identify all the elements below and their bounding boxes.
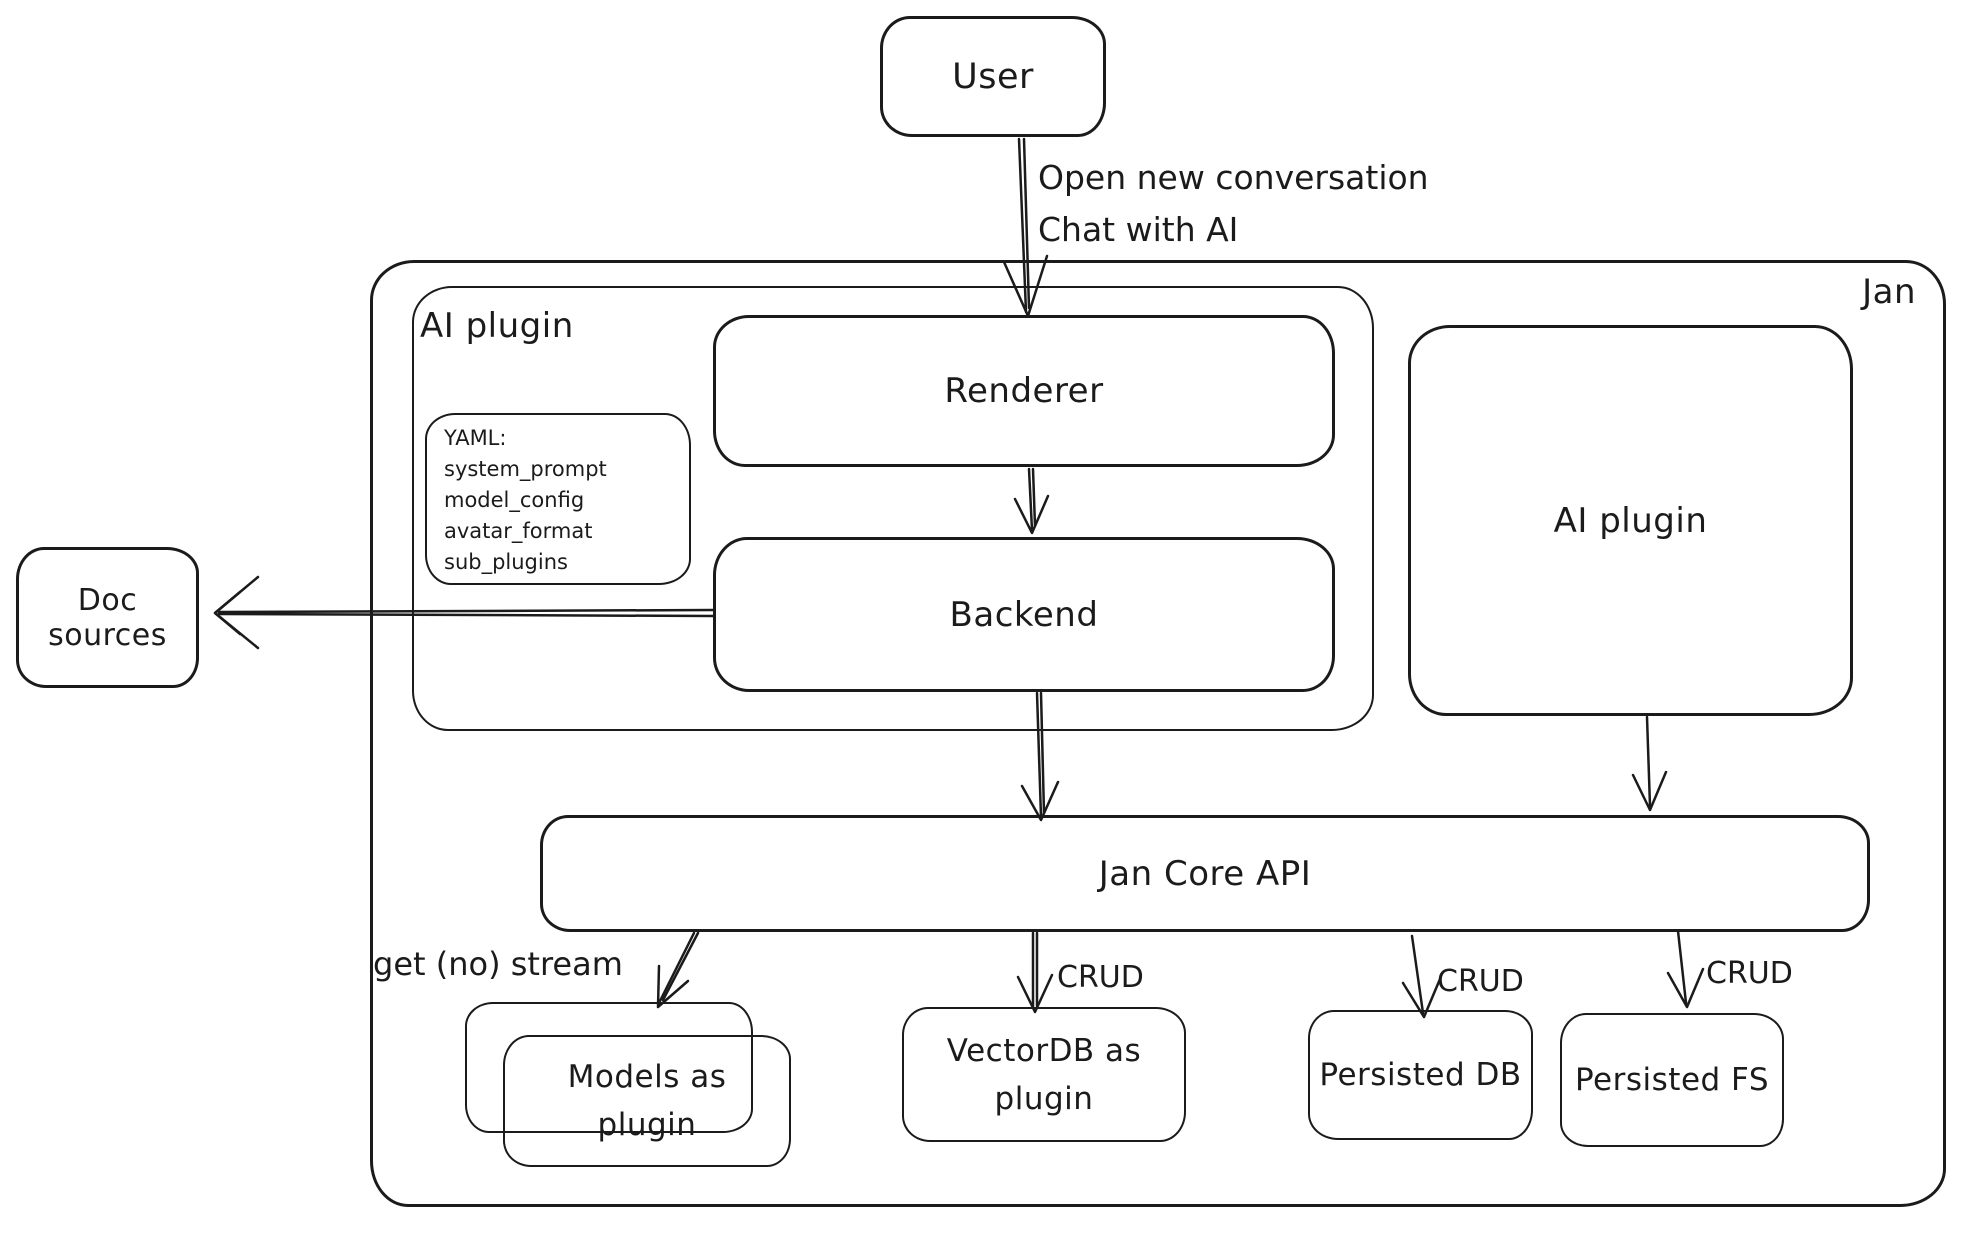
node-doc-sources-label: Doc sources — [48, 582, 167, 653]
edge-jan-core-to-persisted-db — [1401, 934, 1442, 1019]
yaml-line: sub_plugins — [444, 550, 568, 574]
node-jan — [370, 260, 1946, 1207]
node-vectordb-as-plugin-label: VectorDB as plugin — [946, 1032, 1142, 1117]
node-doc-sources: Doc sources — [16, 547, 199, 688]
edge-jan-core-to-vectordb — [1016, 931, 1054, 1014]
node-renderer: Renderer — [713, 315, 1335, 467]
node-jan-core-api-label: Jan Core API — [1098, 853, 1312, 894]
yaml-note-text: YAML: system_prompt model_config avatar_… — [427, 415, 689, 578]
node-models-as-plugin-back — [465, 1002, 753, 1133]
edge-label-line: Chat with AI — [1038, 210, 1239, 249]
edge-jan-core-to-persisted-fs — [1666, 929, 1705, 1009]
node-backend: Backend — [713, 537, 1335, 692]
node-jan-label: Jan — [1862, 272, 1916, 312]
node-models-as-plugin: Models as plugin — [503, 1035, 791, 1167]
yaml-line: system_prompt — [444, 457, 607, 481]
node-user: User — [880, 16, 1106, 137]
node-renderer-label: Renderer — [944, 371, 1104, 411]
node-persisted-fs-label: Persisted FS — [1574, 1062, 1770, 1098]
node-ai-plugin-container — [412, 286, 1374, 731]
yaml-line: avatar_format — [444, 519, 593, 543]
node-persisted-db-label: Persisted DB — [1319, 1057, 1522, 1093]
node-user-label: User — [952, 56, 1034, 97]
edge-backend-to-jan-core — [1020, 691, 1060, 822]
edge-label-user-to-renderer: Open new conversation Chat with AI — [1038, 152, 1429, 256]
node-yaml-note: YAML: system_prompt model_config avatar_… — [425, 413, 691, 585]
edge-jan-core-to-models — [656, 931, 700, 1009]
node-ai-plugin-container-label: AI plugin — [420, 306, 574, 346]
edge-label-crud-persisted-db: CRUD — [1437, 964, 1524, 999]
edge-renderer-to-backend — [1013, 467, 1050, 535]
edge-label-crud-vectordb: CRUD — [1057, 960, 1144, 995]
edge-label-get-no-stream: get (no) stream — [373, 945, 623, 983]
node-models-as-plugin-label: Models as plugin — [567, 1059, 727, 1143]
node-ai-plugin-right-label: AI plugin — [1553, 500, 1708, 541]
node-backend-label: Backend — [949, 594, 1099, 635]
edge-ai-plugin-to-jan-core — [1631, 715, 1668, 812]
node-ai-plugin-right: AI plugin — [1408, 325, 1853, 716]
yaml-line: YAML: — [444, 426, 507, 450]
yaml-line: model_config — [444, 488, 585, 512]
node-persisted-fs: Persisted FS — [1560, 1013, 1784, 1147]
edge-backend-to-doc-sources — [213, 575, 715, 650]
edge-label-crud-persisted-fs: CRUD — [1706, 956, 1793, 991]
edge-label-line: Open new conversation — [1038, 158, 1429, 197]
node-vectordb-as-plugin: VectorDB as plugin — [902, 1007, 1186, 1142]
node-persisted-db: Persisted DB — [1308, 1010, 1533, 1140]
node-jan-core-api: Jan Core API — [540, 815, 1870, 932]
